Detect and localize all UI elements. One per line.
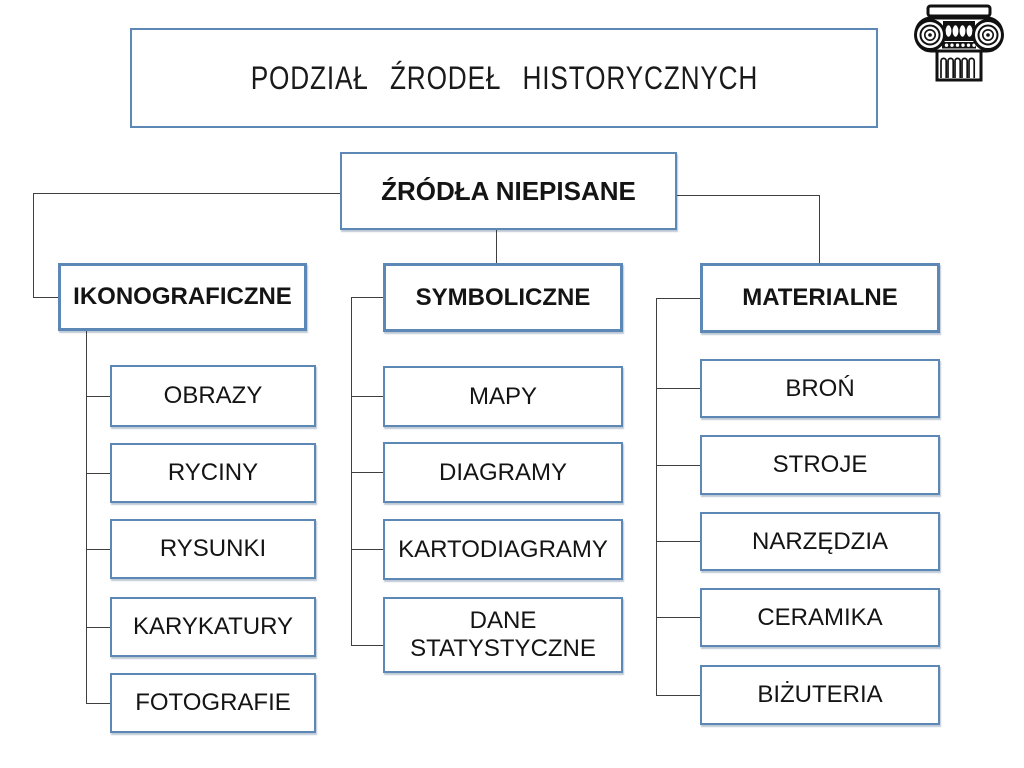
child-node-ceramika: CERAMIKA bbox=[700, 588, 940, 647]
child-node-obrazy: OBRAZY bbox=[110, 365, 316, 427]
child-node-dane-statystyczne: DANE STATYSTYCZNE bbox=[383, 597, 623, 673]
child-node-bron: BROŃ bbox=[700, 359, 940, 418]
child-node-ryciny: RYCINY bbox=[110, 443, 316, 503]
connector-line bbox=[351, 549, 383, 550]
child-node-bizuteria: BIŻUTERIA bbox=[700, 665, 940, 725]
child-node-fotografie: FOTOGRAFIE bbox=[110, 673, 316, 733]
connector-line bbox=[33, 297, 58, 298]
connector-line bbox=[656, 298, 700, 299]
child-node-rysunki: RYSUNKI bbox=[110, 519, 316, 579]
connector-line bbox=[86, 549, 110, 550]
connector-line bbox=[677, 195, 819, 196]
connector-line bbox=[351, 645, 383, 646]
connector-line bbox=[351, 396, 383, 397]
child-node-diagramy: DIAGRAMY bbox=[383, 442, 623, 503]
branch-node-symboliczne: SYMBOLICZNE bbox=[383, 263, 623, 332]
root-node: ŹRÓDŁA NIEPISANE bbox=[340, 152, 677, 230]
connector-line bbox=[656, 388, 700, 389]
child-node-mapy: MAPY bbox=[383, 366, 623, 427]
branch-node-ikonograficzne: IKONOGRAFICZNE bbox=[58, 263, 307, 331]
connector-line bbox=[656, 298, 657, 695]
page-title: PODZIAŁ ŹRODEŁ HISTORYCZNYCH bbox=[250, 59, 758, 96]
branch-node-materialne: MATERIALNE bbox=[700, 263, 940, 333]
child-node-stroje: STROJE bbox=[700, 435, 940, 495]
connector-line bbox=[86, 473, 110, 474]
connector-line bbox=[86, 331, 87, 703]
connector-line bbox=[656, 695, 700, 696]
connector-line bbox=[351, 297, 383, 298]
connector-line bbox=[33, 193, 34, 297]
title-box: PODZIAŁ ŹRODEŁ HISTORYCZNYCH bbox=[130, 28, 878, 128]
child-node-karykatury: KARYKATURY bbox=[110, 597, 316, 657]
connector-line bbox=[86, 703, 110, 704]
connector-line bbox=[656, 465, 700, 466]
connector-line bbox=[656, 617, 700, 618]
connector-line bbox=[33, 193, 340, 194]
connector-line bbox=[656, 541, 700, 542]
connector-line bbox=[496, 230, 497, 263]
child-node-narzedzia: NARZĘDZIA bbox=[700, 512, 940, 571]
connector-line bbox=[819, 195, 820, 263]
connector-line bbox=[86, 396, 110, 397]
connector-line bbox=[351, 472, 383, 473]
ionic-column-icon bbox=[914, 4, 1004, 82]
connector-line bbox=[351, 297, 352, 645]
connector-line bbox=[86, 627, 110, 628]
child-node-kartodiagramy: KARTODIAGRAMY bbox=[383, 519, 623, 580]
